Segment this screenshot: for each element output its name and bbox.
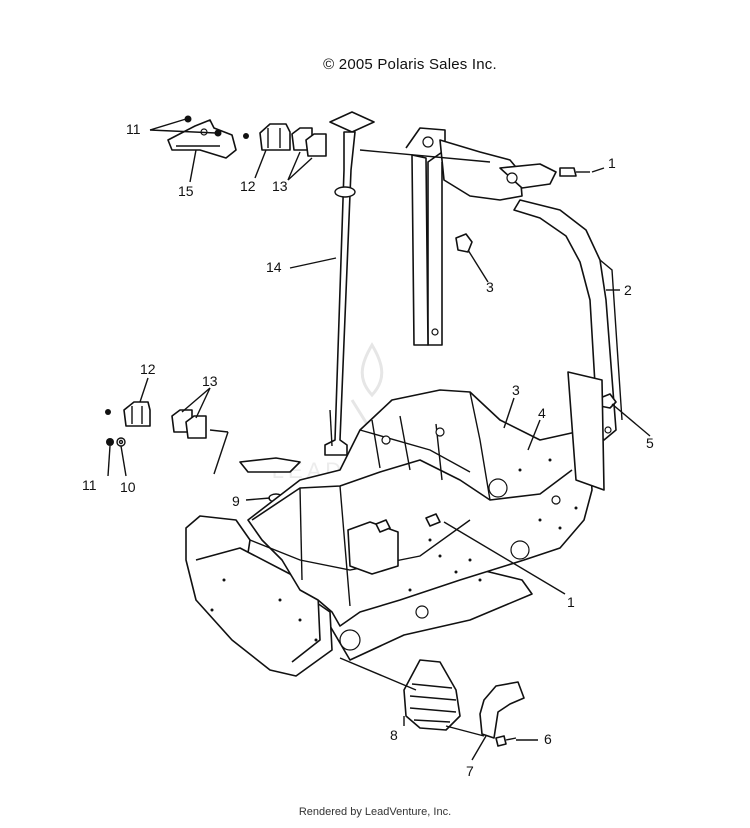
callout-9: 9 (232, 493, 240, 509)
part-12-mount-lower (105, 401, 151, 427)
callout-6: 6 (544, 731, 552, 747)
part-8-boot (403, 659, 461, 731)
callout-4: 4 (538, 405, 546, 421)
callout-7: 7 (466, 763, 474, 779)
callout-10: 10 (120, 479, 136, 495)
callout-3-top: 3 (486, 279, 494, 295)
part-13-clamp-lower (171, 409, 207, 439)
frame-rivets (210, 458, 578, 642)
part-13-clamp-top (291, 127, 327, 157)
callout-3-lower: 3 (512, 382, 520, 398)
callout-11-lower: 11 (82, 477, 97, 493)
callout-13-lower: 13 (202, 373, 218, 389)
part-15-bracket (167, 115, 249, 159)
copyright-text: © 2005 Polaris Sales Inc. (323, 56, 497, 73)
part-2-roll-bar (405, 127, 623, 441)
part-14-steering-post (239, 111, 375, 473)
callout-12-top: 12 (240, 178, 256, 194)
part-12-mount-top (259, 123, 291, 151)
part-11-nut-lower (106, 438, 114, 446)
main-frame (185, 371, 605, 677)
part-10-washer (116, 437, 126, 447)
part-1-bolt-top (559, 167, 590, 177)
footer-credit: Rendered by LeadVenture, Inc. (298, 806, 452, 818)
callout-14: 14 (266, 259, 282, 275)
callout-13-top: 13 (272, 178, 288, 194)
part-3-clip-top (455, 233, 473, 253)
callout-labels: 11 15 12 13 14 1 2 3 3 4 5 12 13 11 10 9… (82, 121, 654, 779)
callout-8: 8 (390, 727, 398, 743)
leader-lines (107, 118, 651, 761)
part-7-bracket (479, 681, 525, 739)
part-6-screw (495, 735, 517, 747)
callout-1-lower: 1 (567, 594, 575, 610)
callout-1-top: 1 (608, 155, 616, 171)
callout-2: 2 (624, 282, 632, 298)
callout-11-top: 11 (126, 121, 141, 137)
callout-15: 15 (178, 183, 194, 199)
callout-12-lower: 12 (140, 361, 156, 377)
callout-5: 5 (646, 435, 654, 451)
